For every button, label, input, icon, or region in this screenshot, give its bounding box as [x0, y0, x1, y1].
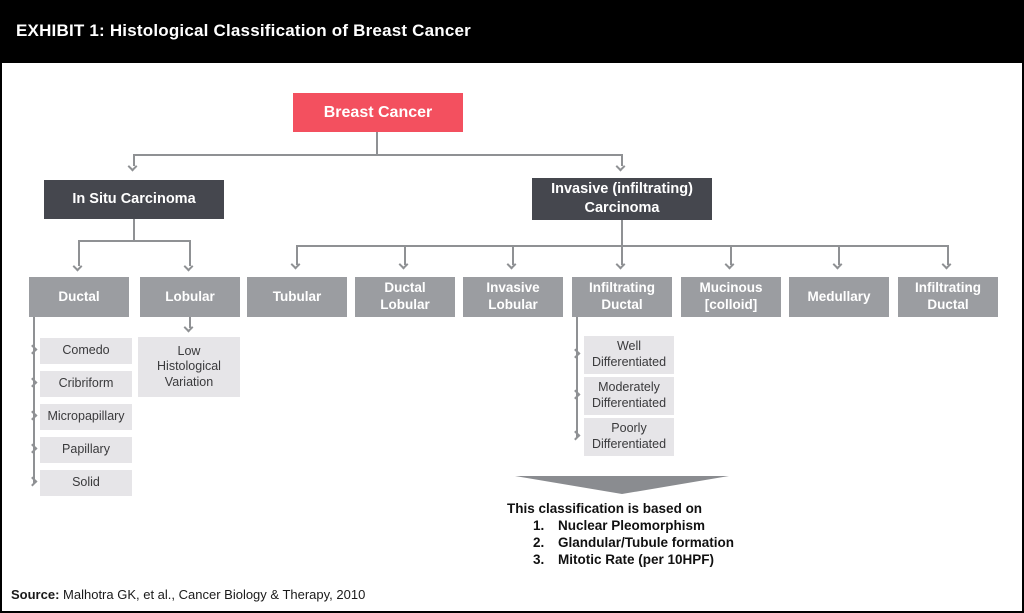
- node-poorly-differentiated: Poorly Differentiated: [584, 418, 674, 456]
- node-mucinous-colloid: Mucinous [colloid]: [681, 277, 781, 317]
- node-comedo: Comedo: [40, 338, 132, 364]
- connector-line: [621, 154, 623, 166]
- note-item: 2. Glandular/Tubule formation: [533, 535, 734, 550]
- arrowhead-down-icon: [72, 261, 83, 272]
- node-lobular: Lobular: [140, 277, 240, 317]
- note-item-number: 3.: [533, 552, 545, 567]
- arrowhead-down-icon: [832, 259, 843, 270]
- node-well-differentiated: Well Differentiated: [584, 336, 674, 374]
- note-item-number: 2.: [533, 535, 545, 550]
- node-ductal-lobular: Ductal Lobular: [355, 277, 455, 317]
- source-label: Source:: [11, 587, 60, 602]
- note-item-text: Mitotic Rate (per 10HPF): [558, 552, 715, 567]
- node-moderately-differentiated: Moderately Differentiated: [584, 377, 674, 415]
- arrowhead-right-icon: [570, 430, 581, 441]
- note-item: 1. Nuclear Pleomorphism: [533, 518, 705, 533]
- arrowhead-right-icon: [27, 443, 38, 454]
- arrowhead-down-icon: [183, 322, 194, 333]
- note-item-text: Glandular/Tubule formation: [558, 535, 735, 550]
- node-in-situ-carcinoma: In Situ Carcinoma: [44, 180, 224, 219]
- node-invasive-carcinoma: Invasive (infiltrating) Carcinoma: [532, 178, 712, 220]
- node-low-histological-variation: Low Histological Variation: [138, 337, 240, 397]
- connector-line: [33, 317, 35, 484]
- triangle-pointer-icon: [515, 476, 729, 494]
- node-ductal: Ductal: [29, 277, 129, 317]
- node-breast-cancer: Breast Cancer: [293, 93, 463, 132]
- node-infiltrating-ductal: Infiltrating Ductal: [572, 277, 672, 317]
- arrowhead-right-icon: [27, 410, 38, 421]
- node-tubular: Tubular: [247, 277, 347, 317]
- node-invasive-lobular: Invasive Lobular: [463, 277, 563, 317]
- connector-line: [376, 132, 378, 156]
- arrowhead-down-icon: [941, 259, 952, 270]
- node-micropapillary: Micropapillary: [40, 404, 132, 430]
- arrowhead-right-icon: [570, 348, 581, 359]
- connector-line: [133, 154, 135, 166]
- connector-line: [296, 245, 298, 265]
- arrowhead-down-icon: [290, 259, 301, 270]
- exhibit-header: EXHIBIT 1: Histological Classification o…: [2, 2, 1022, 63]
- connector-line: [133, 219, 135, 242]
- connector-line: [621, 220, 623, 247]
- node-medullary: Medullary: [789, 277, 889, 317]
- arrowhead-down-icon: [615, 161, 626, 172]
- note-intro: This classification is based on: [507, 501, 703, 516]
- arrowhead-down-icon: [724, 259, 735, 270]
- arrowhead-right-icon: [27, 377, 38, 388]
- source-text: Malhotra GK, et al., Cancer Biology & Th…: [63, 587, 366, 602]
- node-papillary: Papillary: [40, 437, 132, 463]
- note-item-number: 1.: [533, 518, 545, 533]
- connector-line: [730, 245, 732, 265]
- connector-line: [189, 317, 191, 328]
- connector-line: [133, 154, 623, 156]
- note-item-text: Nuclear Pleomorphism: [558, 518, 706, 533]
- node-cribriform: Cribriform: [40, 371, 132, 397]
- arrowhead-down-icon: [506, 259, 517, 270]
- arrowhead-right-icon: [27, 344, 38, 355]
- source-line: Source: Malhotra GK, et al., Cancer Biol…: [11, 587, 365, 602]
- arrowhead-down-icon: [127, 161, 138, 172]
- connector-line: [838, 245, 840, 265]
- connector-line: [78, 240, 80, 266]
- node-solid: Solid: [40, 470, 132, 496]
- connector-line: [621, 245, 623, 265]
- connector-line: [576, 317, 578, 437]
- connector-line: [512, 245, 514, 265]
- connector-line: [189, 240, 191, 266]
- arrowhead-down-icon: [615, 259, 626, 270]
- node-infiltrating-ductal-2: Infiltrating Ductal: [898, 277, 998, 317]
- arrowhead-down-icon: [398, 259, 409, 270]
- exhibit-title: EXHIBIT 1: Histological Classification o…: [16, 21, 472, 40]
- connector-line: [78, 240, 191, 242]
- arrowhead-right-icon: [570, 389, 581, 400]
- connector-line: [404, 245, 406, 265]
- note-item: 3. Mitotic Rate (per 10HPF): [533, 552, 714, 567]
- arrowhead-right-icon: [27, 476, 38, 487]
- connector-line: [947, 245, 949, 265]
- arrowhead-down-icon: [183, 261, 194, 272]
